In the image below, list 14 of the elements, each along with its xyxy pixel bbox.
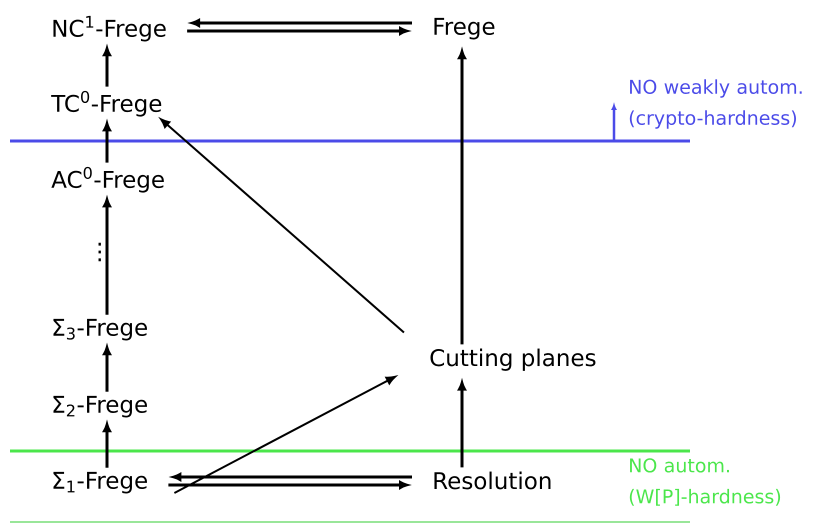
node-label: Cutting planes <box>430 348 596 371</box>
node-label: TC$^{0}$-Frege <box>51 90 162 117</box>
arrow <box>160 118 405 334</box>
annotation-text: NO weakly autom. (crypto-hardness) <box>630 79 802 129</box>
node-label: AC$^{0}$-Frege <box>51 166 164 193</box>
node-label: Frege <box>434 18 494 40</box>
node-label: NC$^{1}$-Frege <box>53 16 166 42</box>
node-label: Σ$_{3}$-Frege <box>53 318 147 340</box>
node-label: Resolution <box>434 472 550 490</box>
annotation-text: NO autom. (W[P]-hardness) <box>630 458 780 506</box>
arrow <box>174 376 396 494</box>
ellipsis: ⋮ <box>98 242 101 262</box>
node-label: Σ$_{1}$-Frege <box>53 472 147 494</box>
node-label: Σ$_{2}$-Frege <box>53 396 147 418</box>
